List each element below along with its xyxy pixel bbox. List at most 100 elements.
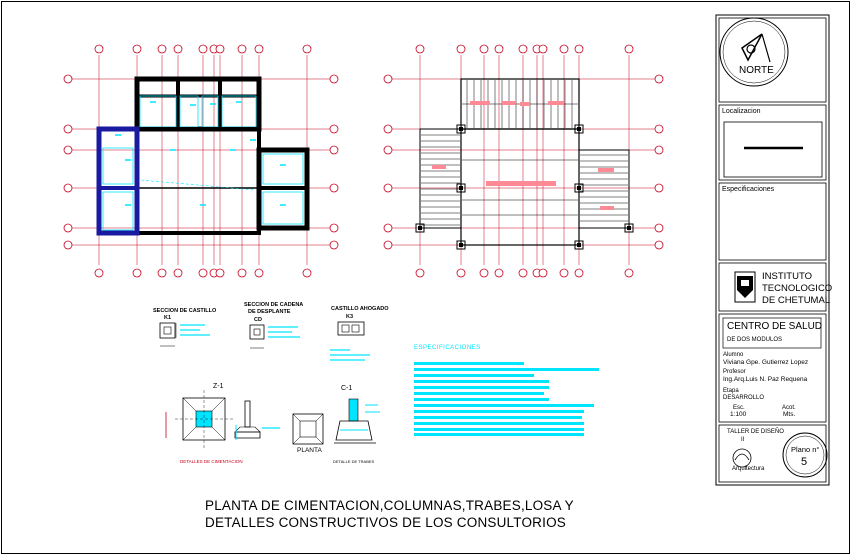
- grid-axis-bubble: [215, 44, 225, 54]
- plano-label: Plano n°: [791, 445, 820, 454]
- grid-axis-bubble: [654, 183, 664, 193]
- grid-axis-bubble: [237, 268, 247, 278]
- grid-axis-bubble: [63, 145, 73, 155]
- acot-label: Acot.: [782, 405, 796, 411]
- grid-axis-bubble: [63, 124, 73, 134]
- etapa-value: DESARROLLO: [723, 395, 765, 401]
- grid-axis-bubble: [518, 268, 528, 278]
- project-subtitle: DE DOS MODULOS: [727, 337, 783, 343]
- specifications-block: [414, 362, 599, 436]
- grid-axis-bubble: [654, 145, 664, 155]
- roof-outline-right: [578, 149, 630, 229]
- grid-axis-bubble: [157, 44, 167, 54]
- grid-axis-bubble: [494, 268, 504, 278]
- grid-axis-bubble: [479, 44, 489, 54]
- institute-logo: [734, 271, 756, 303]
- grid-axis-bubble: [574, 44, 584, 54]
- grid-axis-bubble: [329, 74, 339, 84]
- grid-axis-bubble: [383, 223, 393, 233]
- taller-label: TALLER DE DISEÑO: [727, 429, 784, 435]
- arquitectura-logo-icon: [732, 448, 752, 468]
- grid-axis-bubble: [456, 268, 466, 278]
- grid-axis-bubble: [415, 44, 425, 54]
- acot-value: Mts.: [783, 411, 796, 418]
- grid-axis-bubble: [237, 44, 247, 54]
- grid-axis-bubble: [302, 44, 312, 54]
- grid-axis-bubble: [132, 268, 142, 278]
- grid-axis-bubble: [383, 183, 393, 193]
- drawing-title-line-2: DETALLES CONSTRUCTIVOS DE LOS CONSULTORI…: [205, 515, 566, 530]
- grid-axis-bubble: [494, 44, 504, 54]
- grid-axis-bubble: [63, 240, 73, 250]
- seccion-castillo-id: K1: [164, 315, 172, 321]
- foundation-plan: [63, 44, 339, 278]
- roof-plan-axis-bubbles: [383, 44, 664, 278]
- escala-label: Esc.: [733, 405, 745, 411]
- grid-axis-bubble: [624, 268, 634, 278]
- plano-number: 5: [801, 456, 808, 468]
- grid-axis-bubble: [329, 183, 339, 193]
- grid-axis-bubble: [132, 44, 142, 54]
- grid-axis-bubble: [329, 124, 339, 134]
- grid-axis-bubble: [654, 74, 664, 84]
- profesor-name: Ing.Arq.Luis N. Paz Requena: [723, 376, 808, 383]
- detalle-trabes-label: DETALLE DE TRABES: [333, 459, 375, 464]
- roof-outline-left: [419, 128, 462, 229]
- project-name: CENTRO DE SALUD: [727, 321, 823, 332]
- seccion-cadena-title: SECCION DE CADENA: [244, 302, 304, 308]
- grid-axis-bubble: [518, 44, 528, 54]
- grid-axis-bubble: [538, 44, 548, 54]
- seccion-cadena-id: CD: [254, 317, 262, 323]
- grid-axis-bubble: [63, 183, 73, 193]
- alumno-name: Viviana Gpe. Gutierrez Lopez: [723, 359, 809, 366]
- grid-axis-bubble: [329, 145, 339, 155]
- c1-label: C-1: [341, 385, 353, 392]
- grid-axis-bubble: [383, 74, 393, 84]
- north-label: NORTE: [739, 65, 774, 76]
- especificaciones-label: Especificaciones: [722, 186, 775, 193]
- left-wing-walls: [96, 126, 140, 236]
- planta-label: PLANTA: [297, 447, 322, 454]
- central-slab: [135, 127, 261, 235]
- grid-axis-bubble: [157, 268, 167, 278]
- grid-axis-bubble: [329, 240, 339, 250]
- seccion-cadena-title-2: DE DESPLANTE: [248, 309, 291, 315]
- drawing-title-line-1: PLANTA DE CIMENTACION,COLUMNAS,TRABES,LO…: [205, 498, 574, 513]
- escala-value: 1:100: [730, 411, 747, 418]
- grid-axis-bubble: [94, 268, 104, 278]
- arquitectura-label: Arquitectura: [732, 466, 765, 472]
- construction-details: [159, 321, 380, 448]
- z1-label: Z-1: [213, 383, 224, 390]
- grid-axis-bubble: [624, 44, 634, 54]
- roof-outline-center: [460, 128, 580, 246]
- grid-axis-bubble: [383, 124, 393, 134]
- north-arrow-icon: [719, 17, 789, 87]
- alumno-label: Alumno: [723, 352, 744, 358]
- grid-axis-bubble: [94, 44, 104, 54]
- seccion-castillo-title: SECCION DE CASTILLO: [153, 308, 217, 314]
- grid-axis-bubble: [456, 44, 466, 54]
- grid-axis-bubble: [574, 268, 584, 278]
- grid-axis-bubble: [654, 240, 664, 250]
- grid-axis-bubble: [329, 223, 339, 233]
- grid-axis-bubble: [559, 268, 569, 278]
- grid-axis-bubble: [383, 145, 393, 155]
- grid-axis-bubble: [415, 268, 425, 278]
- profesor-label: Profesor: [723, 369, 746, 375]
- grid-axis-bubble: [559, 44, 569, 54]
- grid-axis-bubble: [215, 268, 225, 278]
- institute-line-1: INSTITUTO: [762, 271, 812, 282]
- etapa-label: Etapa: [723, 388, 739, 394]
- castillo-ahogado-id: K3: [346, 314, 354, 320]
- localizacion-label: Localizacion: [722, 108, 761, 115]
- grid-axis-bubble: [302, 268, 312, 278]
- institute-line-3: DE CHETUMAL: [762, 295, 831, 306]
- title-block: [715, 14, 830, 486]
- grid-axis-bubble: [479, 268, 489, 278]
- grid-axis-bubble: [173, 268, 183, 278]
- institute-line-2: TECNOLOGICO: [762, 283, 833, 294]
- grid-axis-bubble: [654, 124, 664, 134]
- grid-axis-bubble: [254, 44, 264, 54]
- grid-axis-bubble: [538, 268, 548, 278]
